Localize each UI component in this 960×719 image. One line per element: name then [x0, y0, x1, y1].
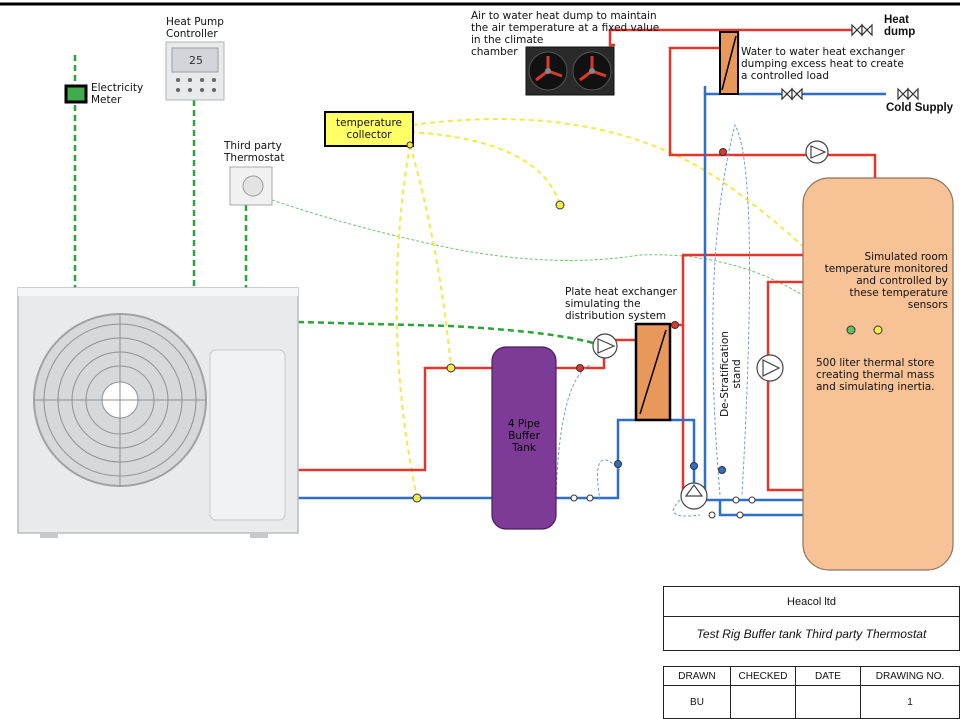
drawing-title: Test Rig Buffer tank Third party Thermos…	[663, 616, 960, 651]
date-value	[795, 685, 861, 719]
electricity-meter-label: Electricity Meter	[91, 82, 144, 106]
cold-supply-valve-icon	[781, 87, 919, 101]
cold-supply-label: Cold Supply	[886, 102, 954, 114]
buffer-tank	[491, 346, 557, 530]
water-heat-exchanger-icon	[719, 31, 739, 95]
temperature-collector-box	[324, 111, 414, 147]
air-to-water-label: Air to water heat dump to maintain the a…	[471, 10, 660, 58]
title-block: Heacol ltd Test Rig Buffer tank Third pa…	[663, 586, 960, 719]
water-to-water-label: Water to water heat exchanger dumping ex…	[741, 46, 905, 82]
temperature-collector-label: temperature collector	[336, 117, 402, 141]
third-party-thermostat-label: Third party Thermostat	[224, 140, 285, 164]
heat-pump-unit	[17, 287, 299, 538]
heat-dump-valve-icon	[851, 23, 873, 37]
thermostat-icon	[229, 166, 273, 206]
fan-coil-icon	[525, 46, 615, 96]
drawn-header: DRAWN	[663, 666, 731, 686]
heat-dump-label: Heat dump	[884, 14, 916, 38]
drawing-no-header: DRAWING NO.	[860, 666, 960, 686]
date-header: DATE	[795, 666, 861, 686]
temperature-sensor-markers	[406, 141, 883, 519]
plate-heat-exchanger-label: Plate heat exchanger simulating the dist…	[565, 286, 677, 322]
electricity-meter-icon	[64, 84, 88, 104]
drawn-value: BU	[663, 685, 731, 719]
pump-icon	[592, 140, 829, 510]
drawing-no-value: 1	[860, 685, 960, 719]
thermostat-sensor-wire	[271, 199, 851, 331]
controller-display: 25	[189, 54, 203, 67]
destratification-label: De-Stratification stand	[719, 331, 743, 417]
simulated-room-label: Simulated room temperature monitored and…	[824, 251, 948, 311]
thermal-store-label: 500 liter thermal store creating thermal…	[816, 357, 935, 393]
plate-heat-exchanger-icon	[634, 322, 672, 422]
sensor-wiring	[395, 118, 879, 499]
signal-wiring	[73, 55, 601, 347]
checked-header: CHECKED	[730, 666, 796, 686]
flow-pipework	[298, 28, 877, 500]
company-name: Heacol ltd	[663, 586, 960, 617]
heat-pump-controller-label: Heat Pump Controller	[166, 16, 224, 40]
controller-icon	[165, 41, 225, 101]
buffer-tank-label: 4 Pipe Buffer Tank	[507, 418, 541, 454]
thermal-store-tank	[802, 177, 954, 571]
checked-value	[730, 685, 796, 719]
